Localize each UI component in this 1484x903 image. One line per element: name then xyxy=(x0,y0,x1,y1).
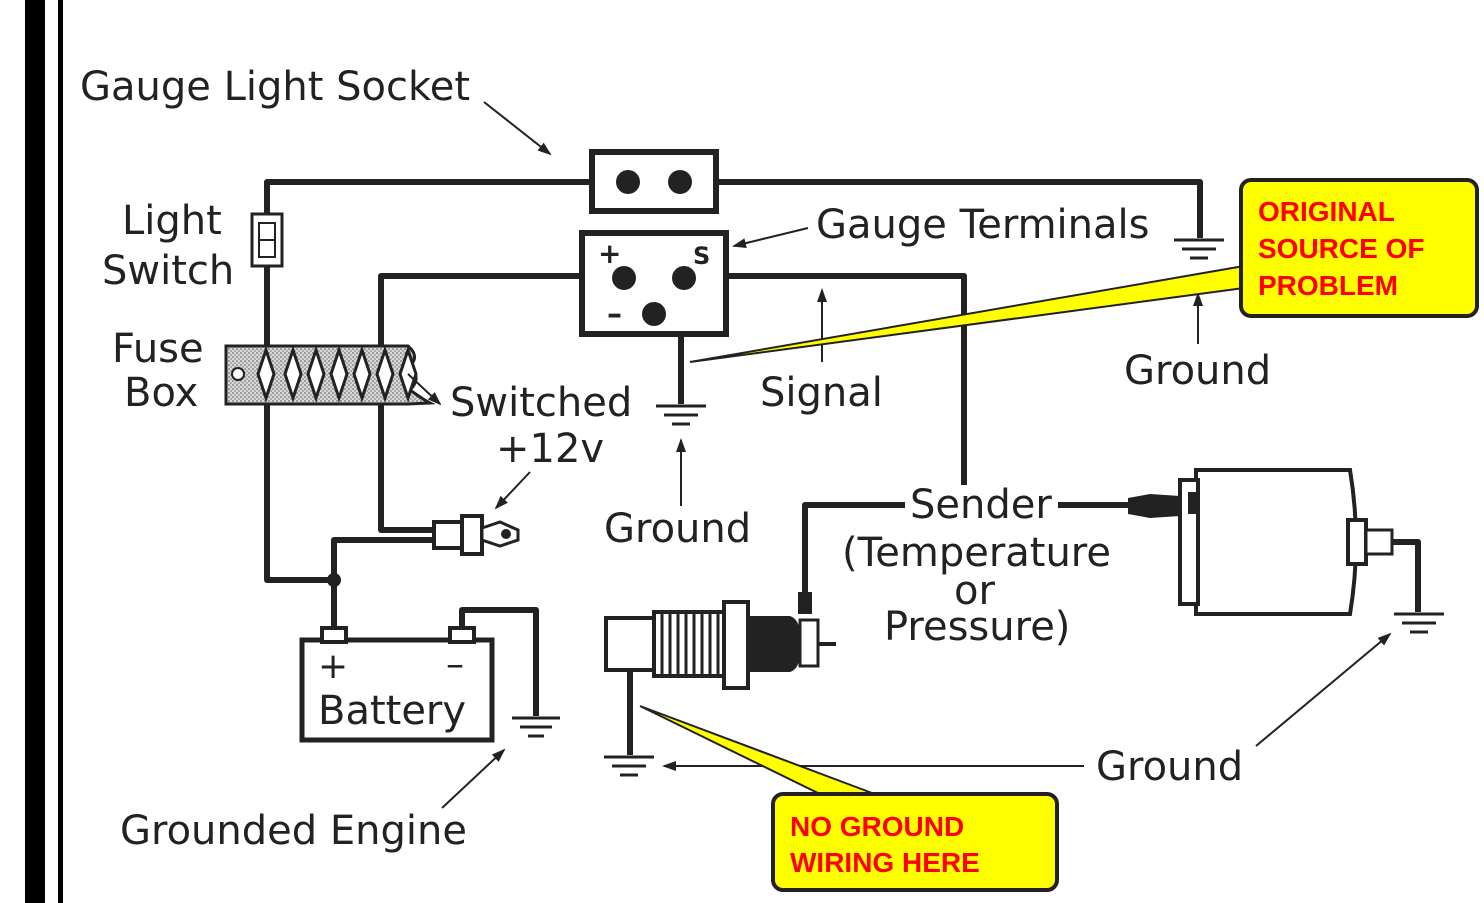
left-border-bar-thick xyxy=(25,0,45,903)
terminal-s-pin xyxy=(672,266,696,290)
label-fuse-box-line1: Fuse xyxy=(112,326,204,372)
arrow-gauge-terminals xyxy=(732,227,809,249)
fuse-box-screw xyxy=(231,367,245,381)
arrows xyxy=(407,101,1392,809)
wire-gauge-unit-ground xyxy=(1392,539,1421,612)
terminal-plus-label: + xyxy=(598,237,621,270)
ignition-switch xyxy=(432,514,520,556)
junction-dot xyxy=(327,573,341,587)
label-switched-line2: +12v xyxy=(496,426,604,472)
wire-switch-to-battery xyxy=(264,266,334,583)
label-ground-bottom: Ground xyxy=(1096,744,1243,790)
callout-no-ground xyxy=(771,792,1059,892)
terminal-minus-label: – xyxy=(607,297,622,332)
ground-symbol-gauge-unit xyxy=(1394,612,1444,634)
terminal-plus-pin xyxy=(612,266,636,290)
label-sender: Sender xyxy=(910,482,1052,528)
wire-sender-lead xyxy=(802,502,905,592)
wire-battery-ground xyxy=(459,607,539,716)
label-gauge-terminals: Gauge Terminals xyxy=(816,202,1149,248)
callout-original-line2: SOURCE OF xyxy=(1258,233,1424,264)
wire-socket-to-ground xyxy=(716,179,1203,238)
arrow-grounded-engine xyxy=(441,748,506,809)
arrow-socket xyxy=(483,101,552,156)
label-light-switch-line2: Switch xyxy=(102,248,234,294)
label-fuse-box-line2: Box xyxy=(124,370,198,416)
terminal-s-label: S xyxy=(693,242,710,270)
battery-plus-label: + xyxy=(318,646,348,687)
label-light-switch-line1: Light xyxy=(122,198,222,244)
arrow-switched xyxy=(407,373,442,406)
callout-original-line1: ORIGINAL xyxy=(1258,196,1395,227)
wire-light-circuit xyxy=(264,179,592,214)
socket-pin-left xyxy=(616,170,640,194)
label-switched-line1: Switched xyxy=(450,380,632,426)
label-sender-type-line3: Pressure) xyxy=(884,604,1070,650)
arrow-switched-12v xyxy=(494,471,531,510)
socket-pin-right xyxy=(668,170,692,194)
label-gauge-light-socket: Gauge Light Socket xyxy=(80,64,470,110)
left-border-bar-thin xyxy=(58,0,63,903)
wire-signal xyxy=(726,273,967,485)
fuse-box xyxy=(224,344,436,406)
sender-unit xyxy=(604,592,836,690)
callout-original-line3: PROBLEM xyxy=(1258,270,1398,301)
gauge-unit xyxy=(1128,468,1394,616)
label-signal: Signal xyxy=(760,370,883,416)
battery-minus-label: – xyxy=(446,644,464,685)
callout-no-ground-line2: WIRING HERE xyxy=(790,847,980,878)
callout-no-ground-line1: NO GROUND xyxy=(790,811,964,842)
ground-symbol-gauge xyxy=(656,404,706,426)
battery xyxy=(299,626,495,743)
label-grounded-engine: Grounded Engine xyxy=(120,808,467,854)
label-sender-type-line1: (Temperature xyxy=(842,530,1111,576)
battery-label: Battery xyxy=(318,688,466,734)
ground-symbol-top-right xyxy=(1174,238,1224,260)
terminal-minus-pin xyxy=(642,302,666,326)
ground-symbol-engine xyxy=(512,716,560,738)
callout-pointer-no-ground xyxy=(639,705,881,797)
callout-original-source xyxy=(1239,178,1479,318)
label-ground-top-right: Ground xyxy=(1124,348,1271,394)
gauge-light-socket xyxy=(589,149,719,214)
label-sender-type-line2: or xyxy=(954,568,995,614)
label-ground-center: Ground xyxy=(604,506,751,552)
wire-ignition-to-battery xyxy=(331,537,436,628)
ground-symbol-sender xyxy=(604,755,654,777)
arrow-ground-bottom-right xyxy=(1255,632,1392,747)
